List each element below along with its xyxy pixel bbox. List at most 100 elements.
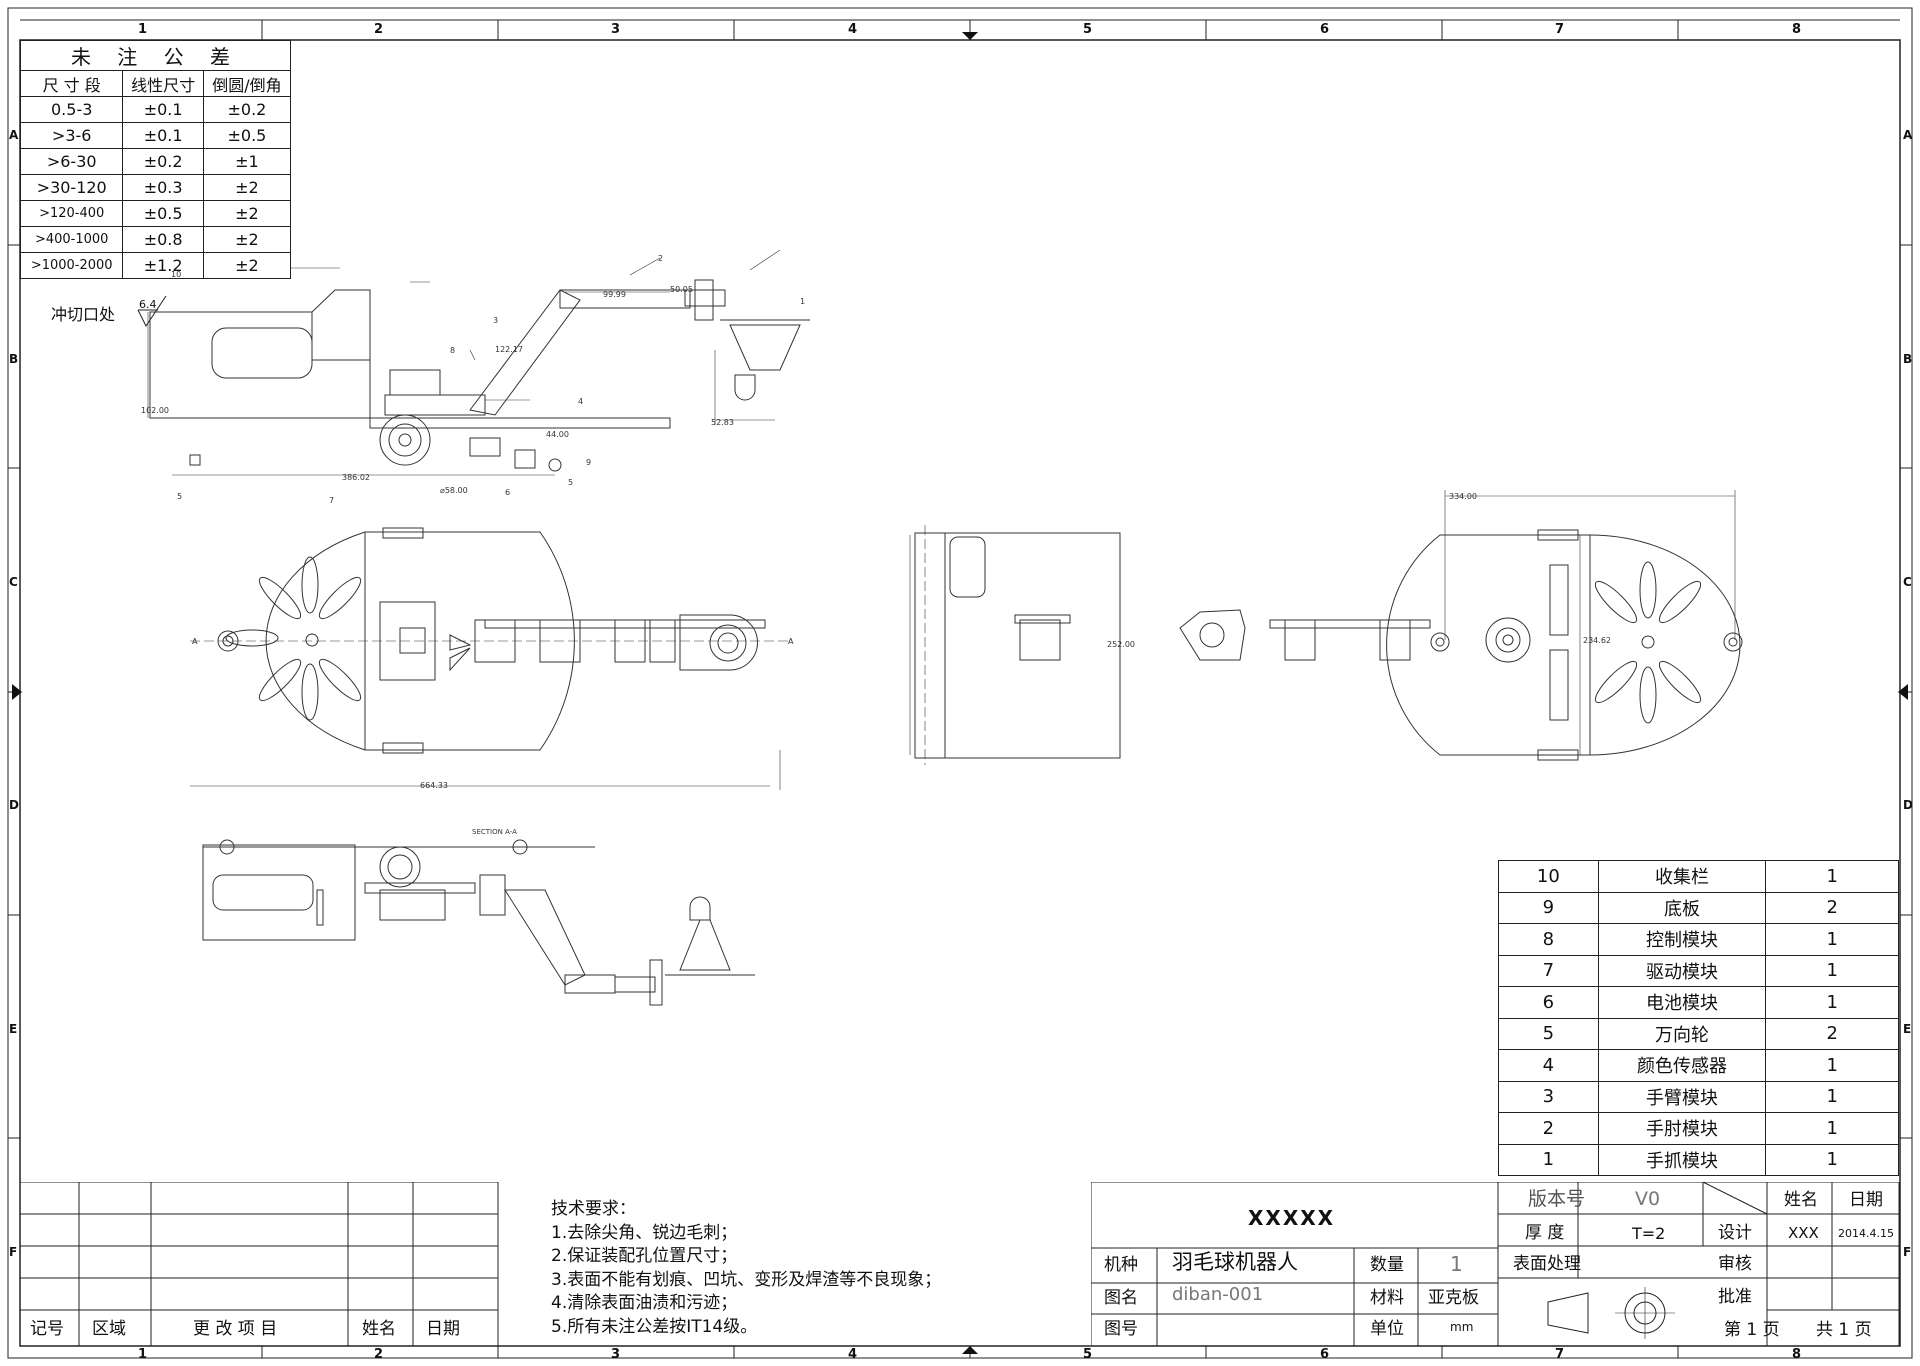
drawing-name-label: 图名 — [1104, 1288, 1138, 1308]
column-label: 5 — [1083, 22, 1093, 37]
balloon-label: 4 — [578, 397, 584, 406]
tolerance-cell: ±1 — [202, 148, 292, 175]
balloon-label: 7 — [329, 496, 335, 505]
section-mark: A — [788, 637, 794, 646]
punch-note: 冲切口处 — [51, 305, 116, 324]
column-label: 7 — [1555, 22, 1565, 37]
tolerance-cell: ±2 — [202, 226, 292, 253]
tolerance-cell: ±0.2 — [122, 148, 204, 175]
section-title: SECTION A-A — [472, 828, 517, 836]
dimension-label: 52.83 — [711, 418, 734, 427]
title-block — [1091, 1182, 1900, 1346]
technical-requirements: 技术要求： 1.去除尖角、锐边毛刺； 2.保证装配孔位置尺寸； 3.表面不能有划… — [551, 1198, 951, 1339]
tech-item: 2.保证装配孔位置尺寸； — [551, 1246, 738, 1266]
row-label: C — [1903, 575, 1912, 589]
part-name: 手抓模块 — [1597, 1143, 1767, 1176]
part-number: 7 — [1498, 954, 1599, 987]
part-number: 10 — [1498, 860, 1599, 893]
dimension-label: 102.00 — [141, 406, 169, 415]
tech-title: 技术要求： — [551, 1199, 636, 1219]
part-qty: 1 — [1765, 1143, 1899, 1176]
tolerance-cell: >400-1000 — [19, 226, 124, 253]
material-value: 亚克板 — [1428, 1288, 1479, 1308]
tolerance-cell: >6-30 — [19, 148, 124, 175]
version-value: V0 — [1635, 1188, 1661, 1210]
dimension-label: 252.00 — [1107, 640, 1135, 649]
dimension-label: 122.17 — [495, 345, 523, 354]
column-label: 5 — [1083, 1347, 1093, 1362]
dimension-label: 334.00 — [1449, 492, 1477, 501]
balloon-label: 9 — [586, 458, 592, 467]
page-number: 第 1 页 — [1724, 1320, 1780, 1340]
dimension-label: 99.99 — [603, 290, 626, 299]
side-view-drawing — [147, 250, 810, 476]
revision-header: 更 改 项 目 — [193, 1319, 278, 1339]
top-view-drawing — [190, 527, 790, 790]
balloon-label: 5 — [568, 478, 574, 487]
dimension-label: ⌀58.00 — [440, 486, 468, 495]
tolerance-cell: >30-120 — [19, 174, 124, 201]
column-label: 1 — [138, 1347, 148, 1362]
tolerance-header: 尺 寸 段 — [19, 70, 124, 97]
row-label: C — [9, 575, 18, 589]
tolerance-cell: ±0.8 — [122, 226, 204, 253]
tolerance-cell: ±0.5 — [202, 122, 292, 149]
version-label: 版本号 — [1528, 1188, 1586, 1210]
part-qty: 1 — [1765, 1049, 1899, 1082]
row-label: B — [1903, 352, 1913, 366]
column-label: 2 — [374, 22, 384, 37]
row-label: B — [9, 352, 19, 366]
approve-label: 批准 — [1718, 1287, 1752, 1307]
page-total: 共 1 页 — [1816, 1320, 1872, 1340]
balloon-label: 2 — [658, 254, 664, 263]
part-name: 控制模块 — [1597, 923, 1767, 956]
designer-value: XXX — [1788, 1224, 1819, 1242]
column-label: 7 — [1555, 1347, 1565, 1362]
dimension-label: 664.33 — [420, 781, 448, 790]
check-label: 审核 — [1718, 1254, 1752, 1274]
tolerance-cell: ±0.5 — [122, 200, 204, 227]
tolerance-header: 线性尺寸 — [122, 70, 204, 97]
balloon-label: 1 — [800, 297, 806, 306]
roughness-value: 6.4 — [139, 298, 157, 311]
name-label: 姓名 — [1784, 1190, 1818, 1210]
part-number: 4 — [1498, 1049, 1599, 1082]
part-number: 1 — [1498, 1143, 1599, 1176]
tolerance-title: 未 注 公 差 — [20, 40, 291, 71]
drawing-name-value: diban-001 — [1172, 1284, 1264, 1305]
part-qty: 2 — [1765, 1017, 1899, 1050]
part-qty: 1 — [1765, 860, 1899, 893]
tolerance-cell: 0.5-3 — [19, 96, 124, 123]
balloon-label: 6 — [505, 488, 511, 497]
machine-label: 机种 — [1104, 1255, 1138, 1275]
dimension-label: 50.05 — [670, 285, 693, 294]
tolerance-cell: >1000-2000 — [19, 252, 124, 279]
company-name: XXXXX — [1248, 1206, 1336, 1230]
column-label: 4 — [848, 1347, 858, 1362]
dimension-label: 234.62 — [1583, 636, 1611, 645]
unit-value: mm — [1450, 1320, 1474, 1334]
revision-block — [20, 1182, 499, 1346]
roughness-symbol-icon — [137, 296, 167, 327]
part-qty: 1 — [1765, 923, 1899, 956]
column-label: 1 — [138, 22, 148, 37]
column-label: 3 — [611, 22, 621, 37]
balloon-label: 3 — [493, 316, 499, 325]
revision-header: 日期 — [426, 1319, 460, 1339]
balloon-label: 5 — [177, 492, 183, 501]
column-label: 6 — [1320, 22, 1330, 37]
part-number: 9 — [1498, 891, 1599, 924]
part-number: 5 — [1498, 1017, 1599, 1050]
section-view-drawing — [202, 839, 755, 1006]
row-label: E — [9, 1022, 18, 1036]
tech-item: 4.清除表面油渍和污迹； — [551, 1293, 738, 1313]
front-view-drawing — [909, 525, 1121, 765]
